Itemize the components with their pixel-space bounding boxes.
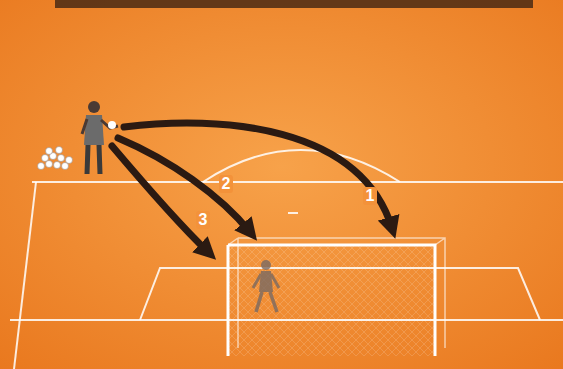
pass-arrow xyxy=(112,146,208,252)
ball-pile xyxy=(38,147,73,170)
callout-number: 3 xyxy=(196,211,211,229)
goalkeeper-figure xyxy=(253,260,279,312)
pass-arrows xyxy=(112,123,392,252)
pass-arrow xyxy=(118,138,250,232)
top-bar xyxy=(55,0,533,8)
coach-figure xyxy=(82,101,118,174)
callout-number: 1 xyxy=(363,187,378,205)
goal xyxy=(228,238,445,356)
callout-number: 2 xyxy=(219,175,234,193)
pass-arrow xyxy=(124,123,392,228)
pitch-lines xyxy=(10,150,563,369)
